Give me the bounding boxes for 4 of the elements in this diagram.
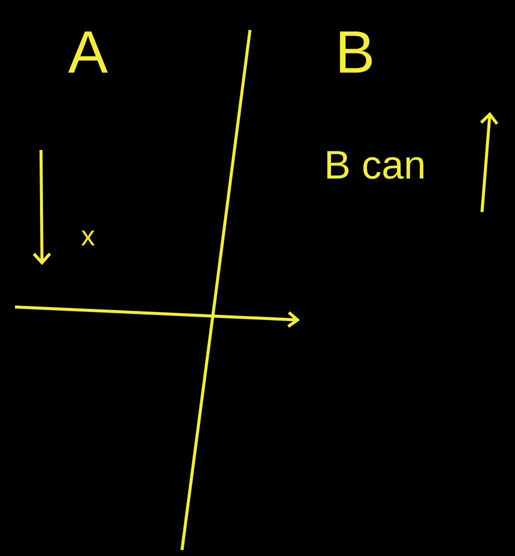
handwritten-label: B bbox=[340, 31, 372, 73]
handwritten-label: x bbox=[81, 230, 95, 246]
handwritten-label: B can bbox=[327, 151, 424, 179]
handwritten-label: A bbox=[68, 31, 108, 73]
